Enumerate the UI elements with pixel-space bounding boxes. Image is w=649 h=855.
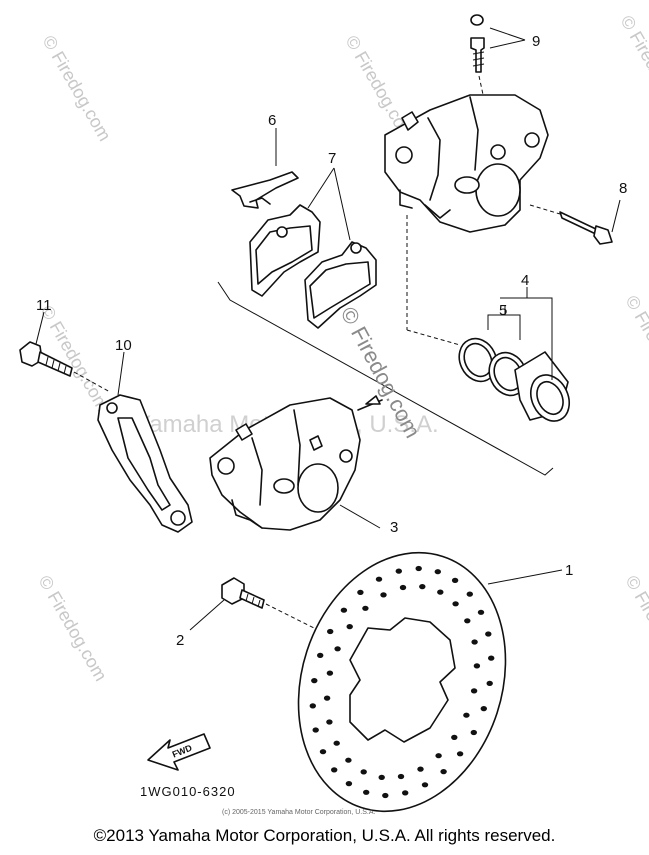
disc-hole [326,670,334,676]
disc-hole [451,577,459,584]
part-code: 1WG010-6320 [140,784,236,799]
disc-vent-holes [309,565,495,799]
disc-hole [334,646,341,652]
callout-2: 2 [176,632,184,649]
disc-hole [345,781,353,787]
callout-10: 10 [115,337,132,354]
callout-11: 11 [36,297,52,314]
forward-arrow: FWD [147,733,211,771]
upper-caliper-assembly [384,94,549,233]
watermark-repeat-1: © Firedog.com [39,32,115,144]
disc-hole [488,655,495,661]
disc-hole [466,591,473,597]
disc-hole [434,569,441,575]
disc-hole [311,678,318,684]
part-7-brake-pads [249,167,377,329]
callout-5: 5 [499,302,507,319]
part-8-caliper-bolt [529,199,621,245]
disc-hole [380,592,387,598]
callout-1: 1 [565,562,573,579]
disc-hole [464,618,471,624]
watermark-repeat-6: © Firedog.com [35,572,111,684]
disc-hole [319,749,327,755]
disc-hole [399,584,407,591]
callout-3: 3 [390,519,398,536]
callouts: 1 2 3 4 5 6 7 8 9 10 11 [36,33,627,649]
callout-6: 6 [268,112,276,129]
callout-4: 4 [521,272,529,289]
callout-8: 8 [619,180,627,197]
disc-hole [485,631,492,637]
disc-hole [363,789,370,795]
disc-hole [312,727,319,733]
callout-7: 7 [328,150,336,167]
disc-hole [345,757,352,763]
disc-hole [395,568,402,574]
part-10-caliper-bracket [97,351,193,533]
disc-hole [362,605,369,611]
disc-hole [333,740,340,746]
watermark-repeat-5: © Firedog.com [622,292,649,404]
part-11-bracket-bolt [19,311,111,393]
disc-hole [452,601,459,607]
small-copyright: (c) 2005-2015 Yamaha Motor Corporation, … [222,809,375,816]
part-4-5-piston-and-seals [406,215,571,422]
disc-hole [317,652,324,659]
disc-hole [326,719,333,725]
disc-hole [471,639,478,645]
disc-hole [480,706,487,712]
callout-9: 9 [532,33,540,50]
disc-hole [486,680,493,687]
disc-hole [421,782,429,788]
disc-hole [331,767,338,773]
disc-hole [323,695,331,701]
disc-hole [357,589,364,596]
disc-hole [451,734,458,741]
disc-hole [415,565,422,572]
disc-hole [463,712,470,718]
disc-hole [435,753,442,759]
part-1-brake-disc [297,551,563,813]
part-2-disc-bolt [189,577,319,631]
disc-hole [437,589,444,595]
watermark-repeat-3: © Firedog.com [617,12,649,124]
disc-hole [470,688,478,694]
disc-hole [382,792,389,799]
disc-hole [440,769,447,775]
footer-copyright: ©2013 Yamaha Motor Corporation, U.S.A. A… [93,826,556,845]
disc-hole [456,751,464,757]
disc-hole [378,774,385,781]
part-3-caliper-assembly [209,395,383,531]
disc-hole [470,729,477,736]
part-6-pad-spring [231,128,299,209]
disc-hole [346,624,353,630]
disc-hole [402,790,409,796]
assembly-boundary [217,281,554,476]
disc-hole [360,769,367,775]
disc-hole [327,628,334,635]
disc-hole [473,663,481,669]
watermark-repeat-8: © Firedog.com [622,572,649,684]
disc-hole [419,584,426,590]
disc-hole [375,576,383,582]
disc-hole [397,773,405,780]
disc-hole [309,703,316,709]
disc-hole [417,766,424,772]
disc-hole [477,609,485,615]
disc-hole [340,607,348,613]
